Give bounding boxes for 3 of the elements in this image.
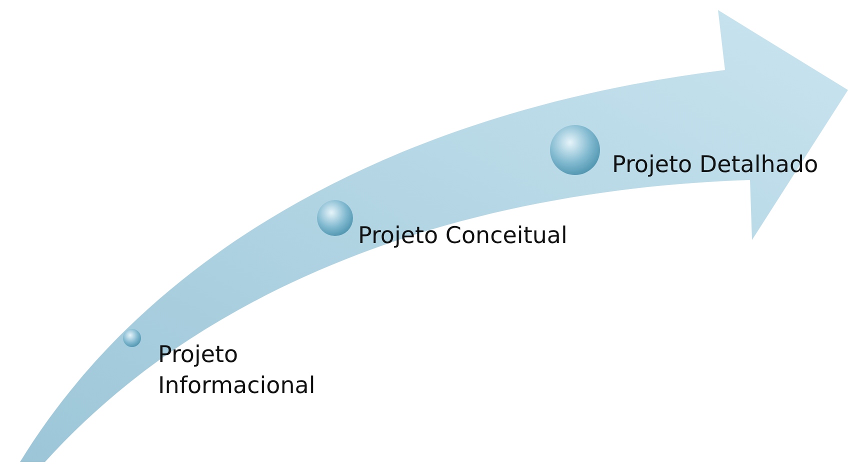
step-label: Projeto Detalhado — [612, 150, 832, 181]
step-label: Projeto Conceitual — [358, 221, 578, 252]
step-label: Projeto Informacional — [158, 340, 378, 402]
